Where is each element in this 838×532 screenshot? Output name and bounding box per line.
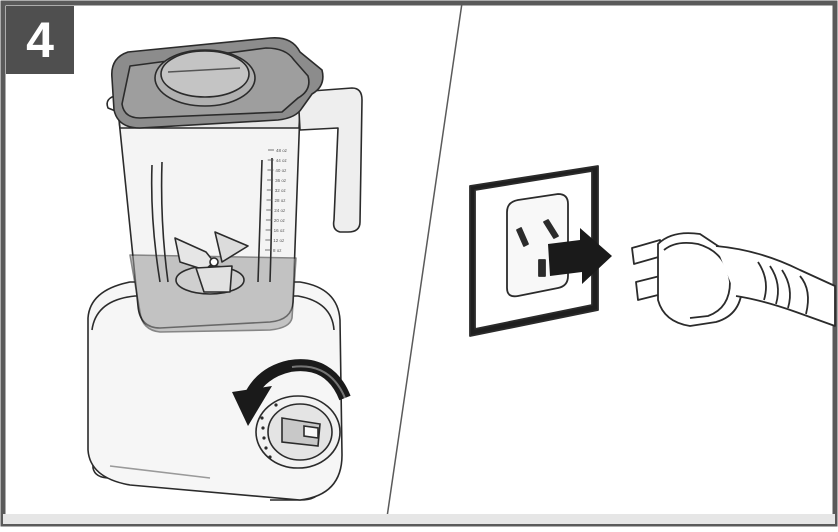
jar-marking-label: 24 oz [274, 208, 286, 213]
lid-plug-top [160, 50, 250, 98]
step-number-badge: 4 [6, 6, 74, 74]
blender [87, 36, 363, 501]
blade-right [214, 231, 249, 263]
jar-rib-right [257, 159, 263, 283]
bottom-strip [3, 514, 835, 524]
jar-marking-label: 20 oz [274, 218, 286, 223]
jar-marking-label: 8 oz [273, 248, 282, 253]
power-plug [631, 232, 836, 327]
jar-marking-label: 36 oz [275, 178, 287, 183]
jar-marking-label: 32 oz [275, 188, 287, 193]
jar-marking-label: 40 oz [275, 168, 287, 173]
jar-marking-label: 16 oz [274, 228, 286, 233]
outlet-slot-earth [538, 259, 546, 277]
rotate-counterclockwise-arrow-icon [232, 359, 351, 426]
jar-marking-label: 12 oz [273, 238, 285, 243]
jar-rib-right-inner [269, 157, 273, 283]
power-cord [715, 245, 836, 327]
motor-base-top-edge [91, 295, 335, 331]
jar-handle [297, 87, 363, 233]
blade-nut [209, 257, 219, 267]
unplug-arrow-icon [548, 228, 612, 284]
panel-divider [385, 2, 463, 525]
jar-rib-left-inner [160, 161, 169, 283]
dial-ticks [260, 403, 278, 459]
wall-outlet [469, 165, 599, 337]
jar-marking-label: 48 oz [276, 148, 288, 153]
blade-lower [195, 265, 233, 293]
jar-volume-markings: 48 oz 44 oz 40 oz 36 oz 32 oz 28 oz 24 oz 20 oz… [265, 148, 288, 253]
lid-plug-grip [167, 67, 241, 73]
motor-base-shade [109, 465, 211, 479]
control-dial[interactable] [255, 395, 341, 469]
jar-rib-left [150, 164, 161, 283]
jar-marking-label: 44 oz [276, 158, 288, 163]
outlet-slot-left [516, 227, 529, 247]
outlet-slot-right [543, 219, 559, 239]
jar-marking-label: 28 oz [275, 198, 287, 203]
blade-left [174, 237, 215, 271]
